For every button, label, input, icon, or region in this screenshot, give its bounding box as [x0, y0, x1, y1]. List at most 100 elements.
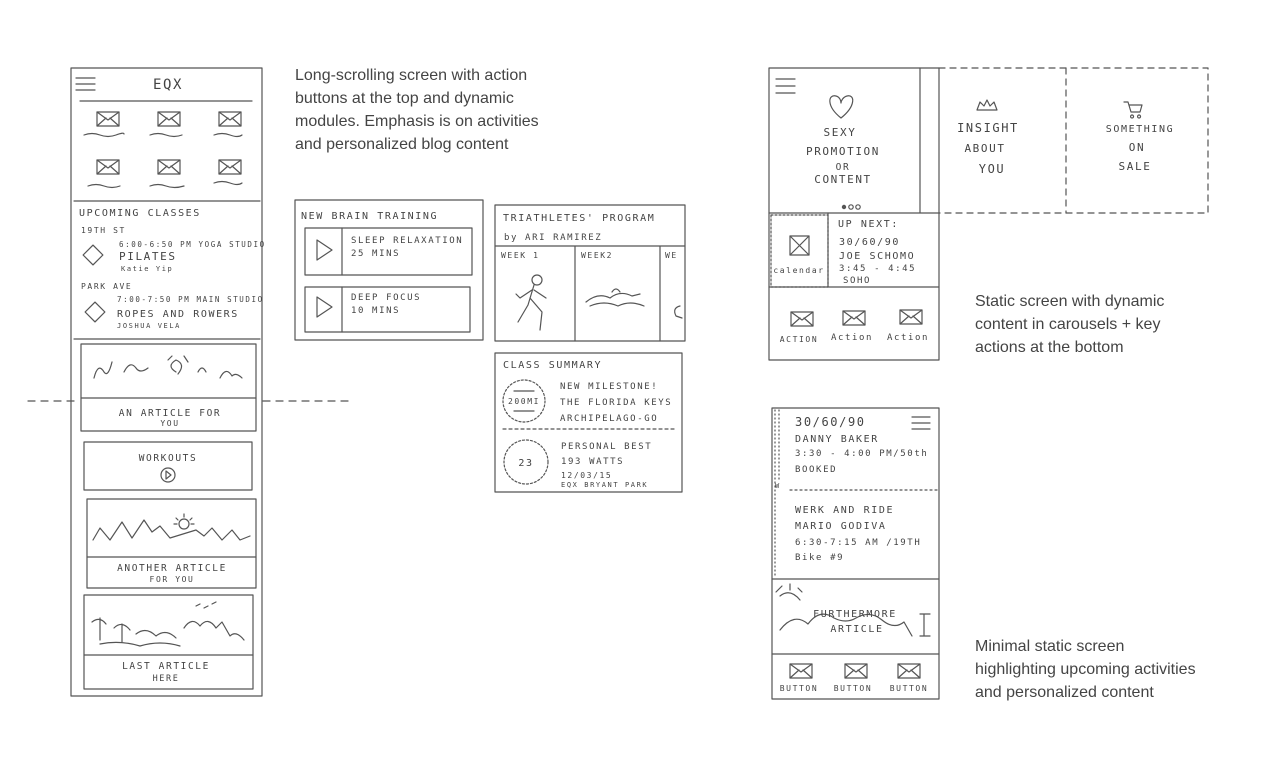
card-line: SALE — [1119, 160, 1152, 173]
milestone-badge[interactable]: 200MI NEW MILESTONE! THE FLORIDA KEYS AR… — [502, 379, 672, 424]
article-card[interactable]: AN ARTICLE FOR YOU — [80, 343, 257, 432]
calendar-button[interactable]: calendar — [770, 214, 829, 288]
card-line: ON — [1129, 141, 1145, 154]
envelope-icon — [96, 111, 120, 127]
article-subtitle: HERE — [153, 674, 180, 684]
item-duration: 25 MINS — [351, 249, 400, 259]
description-line: highlighting upcoming activities — [975, 661, 1196, 678]
action-button[interactable] — [83, 111, 125, 138]
landscape-illustration — [91, 601, 245, 647]
calendar-icon — [789, 235, 810, 256]
up-next-line: 30/60/90 — [839, 237, 900, 248]
booking-line: BOOKED — [795, 465, 837, 475]
screen-long-scroll: EQX UPCOMING CLASSES 19TH ST 6:00-6:50 P… — [70, 67, 266, 697]
up-next-line: 3:45 - 4:45 — [839, 264, 916, 274]
action-button[interactable]: ACTION — [780, 311, 819, 344]
badge-line: NEW MILESTONE! — [560, 382, 658, 392]
brain-training-module: NEW BRAIN TRAINING SLEEP RELAXATION 25 M… — [294, 199, 484, 341]
brain-training-item[interactable]: SLEEP RELAXATION 25 MINS — [304, 227, 473, 276]
menu-icon[interactable] — [911, 416, 931, 430]
week-label: WE — [665, 251, 678, 260]
description-line: content in carousels + key — [975, 316, 1161, 333]
phone-frame — [771, 407, 940, 700]
article-title: ANOTHER ARTICLE — [117, 563, 227, 574]
triathletes-program-module[interactable]: TRIATHLETES' PROGRAM by ARI RAMIREZ WEEK… — [494, 204, 686, 342]
up-next-card[interactable]: UP NEXT: 30/60/90 JOE SCHOMO 3:45 - 4:45… — [838, 219, 916, 286]
carousel-card-insight[interactable]: INSIGHT ABOUT YOU — [957, 99, 1019, 176]
action-button[interactable] — [149, 159, 185, 189]
booking-card[interactable]: 30/60/90 DANNY BAKER 3:30 - 4:00 PM/50th… — [795, 415, 928, 475]
upcoming-classes: UPCOMING CLASSES 19TH ST 6:00-6:50 PM YO… — [79, 208, 266, 330]
action-button[interactable] — [213, 159, 243, 186]
swimmer-icon — [585, 288, 645, 307]
workouts-label: WORKOUTS — [139, 453, 198, 464]
card-line: YOU — [979, 162, 1005, 176]
action-label: ACTION — [780, 335, 819, 344]
button-label: BUTTON — [834, 684, 873, 693]
carousel-card-sale[interactable]: SOMETHING ON SALE — [1106, 101, 1175, 173]
action-button[interactable] — [149, 111, 183, 138]
week-strip — [774, 409, 780, 579]
carousel-pagination[interactable] — [841, 204, 861, 210]
booking-card[interactable]: WERK AND RIDE MARIO GODIVA 6:30-7:15 AM … — [795, 505, 921, 563]
class-time: 6:00-6:50 PM YOGA STUDIO — [119, 240, 266, 249]
carousel-card-promotion[interactable]: SEXY PROMOTION OR CONTENT — [806, 95, 880, 210]
badge-value: 23 — [518, 458, 533, 469]
button-label: BUTTON — [890, 684, 929, 693]
action-button[interactable] — [213, 111, 243, 138]
menu-icon[interactable] — [775, 78, 796, 94]
class-name: ROPES AND ROWERS — [117, 309, 239, 320]
description-line: Static screen with dynamic — [975, 293, 1165, 310]
article-title: ARTICLE — [830, 624, 883, 635]
class-instructor: JOSHUA VELA — [117, 322, 181, 330]
action-button[interactable]: Action — [887, 309, 929, 343]
action-label: Action — [887, 333, 929, 343]
week-label: WEEK 1 — [501, 251, 540, 260]
action-buttons-grid — [83, 111, 243, 189]
workouts-card[interactable]: WORKOUTS — [83, 441, 253, 491]
menu-icon[interactable] — [75, 77, 96, 91]
envelope-icon — [897, 663, 921, 679]
article-card[interactable]: ANOTHER ARTICLE FOR YOU — [86, 498, 257, 589]
envelope-icon — [844, 663, 868, 679]
card-line: CONTENT — [814, 173, 872, 186]
landscape-illustration — [779, 613, 931, 637]
bottom-button[interactable]: BUTTON — [834, 663, 873, 693]
envelope-icon — [789, 663, 813, 679]
envelope-icon — [842, 310, 866, 326]
heart-icon — [829, 95, 854, 119]
calendar-label: calendar — [773, 266, 824, 275]
bottom-button[interactable]: BUTTON — [780, 663, 819, 693]
class-item[interactable]: 6:00-6:50 PM YOGA STUDIO PILATES Katie Y… — [82, 240, 266, 273]
action-button[interactable]: Action — [831, 310, 873, 343]
booking-line: 3:30 - 4:00 PM/50th — [795, 449, 928, 459]
crown-icon — [976, 99, 998, 111]
description-line: and personalized content — [975, 684, 1154, 701]
badge-line: ARCHIPELAGO-GO — [560, 414, 658, 424]
description-line: Minimal static screen — [975, 638, 1125, 655]
envelope-icon — [899, 309, 923, 325]
description-line: buttons at the top and dynamic — [295, 90, 514, 107]
article-card[interactable]: FURTHERMORE ARTICLE — [775, 583, 931, 637]
brain-training-item[interactable]: DEEP FOCUS 10 MINS — [304, 286, 471, 333]
article-card[interactable]: LAST ARTICLE HERE — [83, 594, 254, 690]
item-title: SLEEP RELAXATION — [351, 236, 463, 246]
badge-line: THE FLORIDA KEYS — [560, 398, 672, 408]
booking-line: DANNY BAKER — [795, 434, 879, 445]
card-line: INSIGHT — [957, 121, 1019, 135]
sun-icon — [178, 518, 190, 530]
app-logo: EQX — [153, 77, 183, 93]
card-line: SOMETHING — [1106, 124, 1175, 135]
action-button[interactable] — [87, 159, 121, 189]
envelope-icon — [96, 159, 120, 175]
section-title: UPCOMING CLASSES — [79, 208, 201, 219]
bottom-button[interactable]: BUTTON — [890, 663, 929, 693]
class-item[interactable]: 7:00-7:50 PM MAIN STUDIO ROPES AND ROWER… — [84, 295, 264, 330]
week-label: W — [775, 482, 781, 490]
article-illustration — [93, 355, 243, 379]
cart-icon — [1123, 101, 1143, 119]
personal-best-badge[interactable]: 23 PERSONAL BEST 193 WATTS 12/03/15 EQX … — [503, 439, 652, 489]
class-icon — [82, 244, 104, 266]
location-name: 19TH ST — [81, 226, 126, 235]
